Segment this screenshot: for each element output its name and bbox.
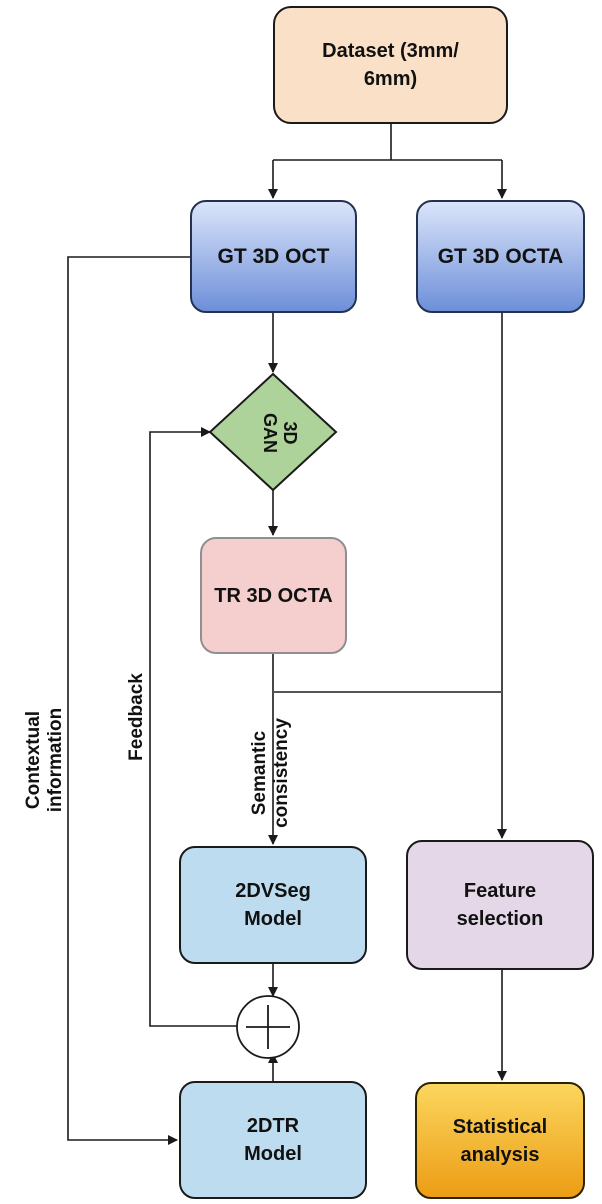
dtr-model-node: 2DTR Model (179, 1081, 367, 1199)
feature-selection-label: Feature selection (456, 880, 544, 930)
gt-3d-oct-node: GT 3D OCT (190, 200, 357, 313)
feedback-label: Feedback (126, 673, 147, 761)
edge-contextual (67, 256, 190, 1145)
feature-selection-node: Feature selection (406, 840, 594, 970)
tr-3d-octa-node: TR 3D OCTA (200, 537, 347, 654)
gt-3d-octa-label: GT 3D OCTA (437, 244, 564, 268)
gt-3d-oct-label: GT 3D OCT (217, 244, 330, 268)
edge-feedback (149, 427, 250, 1027)
contextual-information-label: Contextual information (23, 707, 66, 813)
gt-3d-octa-node: GT 3D OCTA (416, 200, 585, 313)
dataset-label: Dataset (3mm/ 6mm) (322, 40, 459, 90)
gan-diamond (208, 372, 338, 492)
vseg-model-node: 2DVSeg Model (179, 846, 367, 964)
dataset-node: Dataset (3mm/ 6mm) (273, 6, 508, 124)
tr-3d-octa-label: TR 3D OCTA (214, 584, 333, 607)
circle-plus-icon (236, 995, 300, 1059)
statistical-analysis-node: Statistical analysis (415, 1082, 585, 1199)
dtr-model-label: 2DTR Model (244, 1115, 302, 1165)
semantic-consistency-label: Semantic consistency (249, 718, 292, 828)
vseg-model-label: 2DVSeg Model (235, 880, 311, 930)
edge-dataset-split (273, 124, 502, 161)
statistical-analysis-label: Statistical analysis (452, 1115, 548, 1166)
